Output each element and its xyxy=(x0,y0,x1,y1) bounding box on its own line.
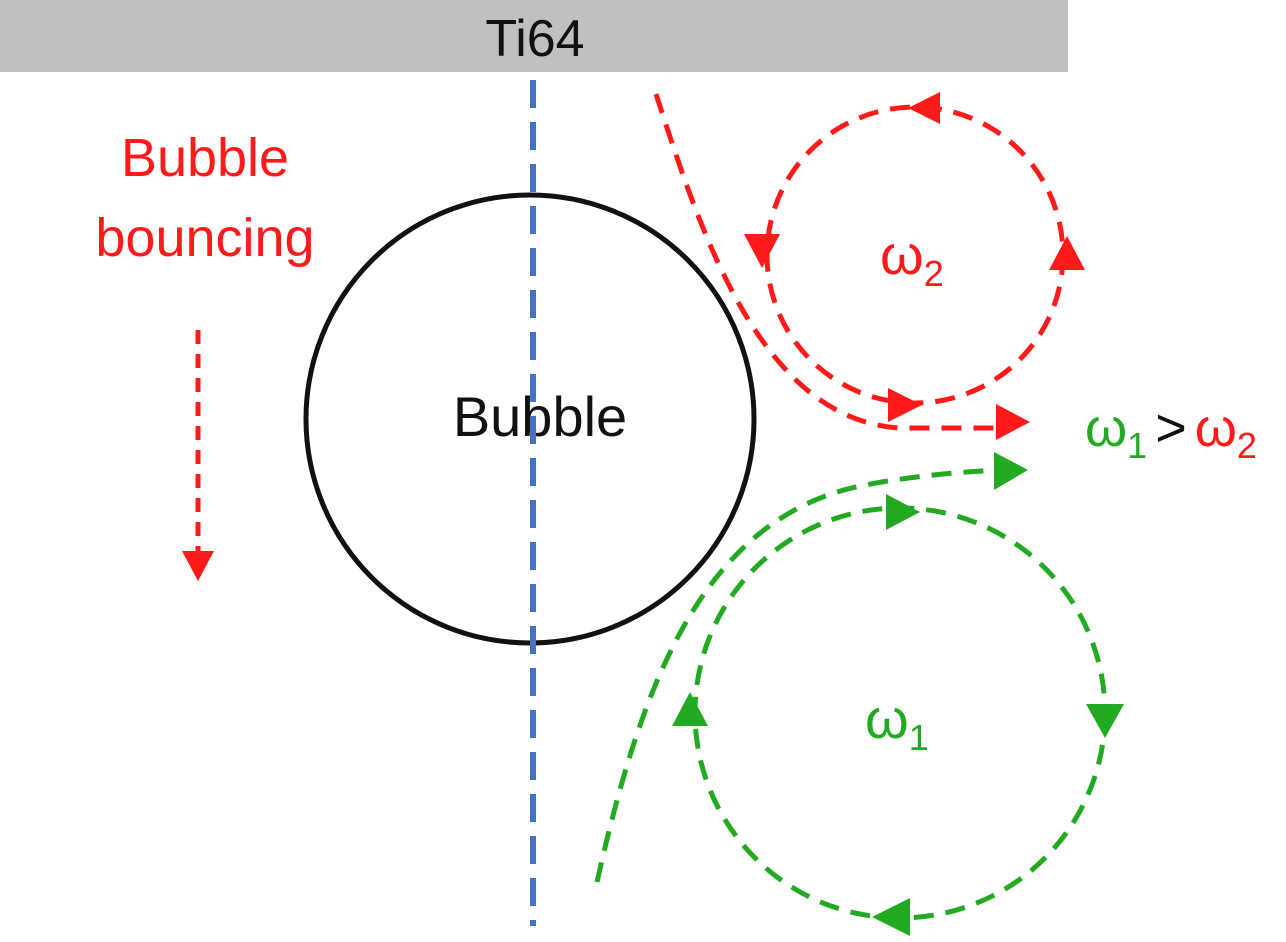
bubble-label: Bubble xyxy=(453,385,627,448)
motion-label-line1: Bubble xyxy=(121,128,289,188)
upper-stream-arrow xyxy=(996,404,1030,440)
upper-vortex-label: ω2 xyxy=(880,223,944,294)
lower-vortex-label: ω1 xyxy=(865,687,929,758)
motion-label-line2: bouncing xyxy=(95,208,314,268)
lower-vortex-arrow-right xyxy=(1086,704,1124,738)
upper-vortex-arrow-right xyxy=(1049,236,1085,270)
upper-vortex-arrow-left xyxy=(744,234,780,268)
lower-stream-arrow xyxy=(994,452,1028,490)
upper-vortex-arrow-top xyxy=(908,92,940,124)
lower-stream-line xyxy=(594,467,1001,883)
ti64-substrate xyxy=(0,0,1068,72)
substrate-label: Ti64 xyxy=(485,10,584,68)
upper-stream-line xyxy=(653,93,1000,431)
lower-vortex-arrow-left xyxy=(672,692,708,726)
lower-vortex-arrow-bottom xyxy=(872,898,910,936)
upper-vortex-arrow-bottom xyxy=(888,388,922,422)
comparison-label: ω1>ω2 xyxy=(1085,398,1257,466)
lower-vortex-arrow-top xyxy=(886,494,920,530)
bouncing-arrow-head xyxy=(182,551,214,581)
